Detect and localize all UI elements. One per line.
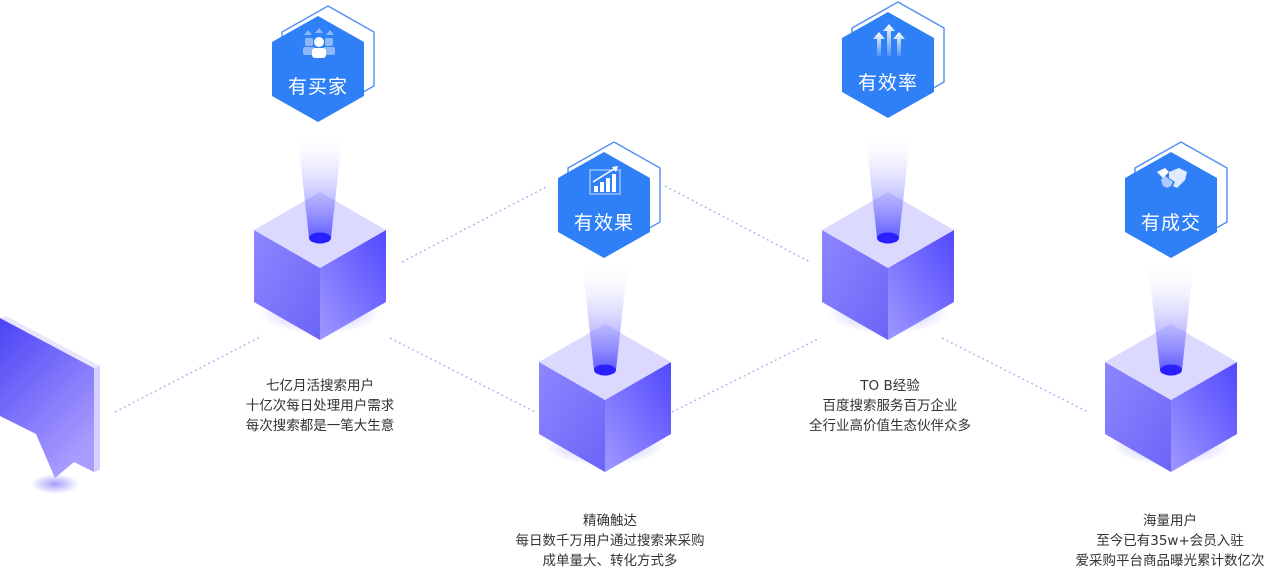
- badge-effect: 有效果: [558, 140, 661, 258]
- badge-buyers: 有买家: [272, 4, 375, 122]
- badge-efficiency: 有效率: [842, 0, 945, 118]
- caption-line: 海量用户: [1143, 513, 1197, 529]
- hexagon-shape: [272, 5, 375, 122]
- users-up-icon: [303, 28, 335, 58]
- caption-line: 全行业高价值生态伙伴众多: [809, 418, 971, 434]
- caption-line: 每次搜索都是一笔大生意: [245, 418, 395, 434]
- caption-line: 百度搜索服务百万企业: [822, 398, 958, 414]
- caption-buyers: 七亿月活搜索用户 十亿次每日处理用户需求 每次搜索都是一笔大生意: [220, 376, 420, 436]
- connector-badge2-cube3: [664, 185, 811, 263]
- cube-node-1: [245, 130, 395, 340]
- hexagon-shape: [558, 141, 661, 258]
- badge-label: 有买家: [287, 76, 348, 98]
- badge-label: 有效果: [573, 212, 634, 234]
- caption-deal: 海量用户 至今已有35w+会员入驻 爱采购平台商品曝光累计数亿次: [1060, 511, 1273, 571]
- caption-line: 精确触达: [583, 513, 637, 529]
- cube-icon: [254, 130, 386, 340]
- cube-icon: [822, 130, 954, 340]
- badge-label: 有成交: [1140, 212, 1201, 234]
- badge-deal: 有成交: [1125, 140, 1228, 258]
- hexagon-shape: [842, 1, 945, 118]
- handshake-icon: [1157, 168, 1187, 188]
- caption-line: 爱采购平台商品曝光累计数亿次: [1075, 553, 1265, 569]
- caption-line: 每日数千万用户通过搜索来采购: [515, 533, 705, 549]
- connector-cube1-cube2: [389, 337, 536, 413]
- connector-cube1-badge2: [401, 185, 549, 263]
- caption-line: 至今已有35w+会员入驻: [1096, 533, 1244, 549]
- caption-efficiency: TO B经验 百度搜索服务百万企业 全行业高价值生态伙伴众多: [780, 376, 1000, 436]
- caption-line: TO B经验: [860, 378, 920, 394]
- arrows-up-icon: [873, 24, 905, 56]
- cube-node-4: [1096, 262, 1246, 472]
- cube-icon: [1105, 262, 1237, 472]
- speech-bubble-icon: [0, 316, 110, 496]
- caption-line: 成单量大、转化方式多: [542, 553, 678, 569]
- caption-line: 七亿月活搜索用户: [266, 378, 374, 394]
- chart-growth-icon: [589, 166, 621, 195]
- hexagon-shape: [1125, 141, 1228, 258]
- cube-icon: [539, 262, 671, 472]
- connector-cube3-cube4: [941, 337, 1089, 413]
- cube-node-3: [813, 130, 963, 340]
- caption-effect: 精确触达 每日数千万用户通过搜索来采购 成单量大、转化方式多: [490, 511, 730, 571]
- cube-node-2: [530, 262, 680, 472]
- badge-label: 有效率: [857, 72, 918, 94]
- caption-line: 十亿次每日处理用户需求: [245, 398, 395, 414]
